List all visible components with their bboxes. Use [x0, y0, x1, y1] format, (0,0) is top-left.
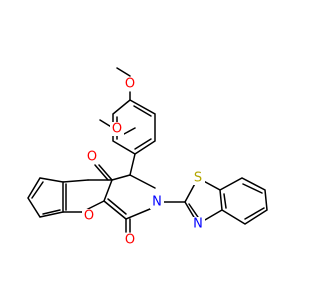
bond: [129, 153, 136, 176]
bond: [134, 138, 152, 150]
bond: [242, 183, 263, 194]
bond: [94, 164, 109, 181]
bond: [42, 209, 61, 215]
atom-label-nitrogen: N: [193, 217, 203, 232]
bond: [98, 164, 113, 181]
atom-label-oxygen: O: [87, 150, 97, 165]
bond: [223, 193, 227, 209]
atom-label-oxygen: O: [84, 209, 94, 224]
bond: [125, 208, 151, 220]
bond: [31, 181, 44, 199]
bond: [133, 105, 152, 117]
atom-label-nitrogen: N: [152, 195, 162, 210]
bond: [129, 174, 156, 189]
atom-layer: O O O O O N N S: [82, 77, 205, 248]
molecule-diagram: O O O O O N N S: [27, 67, 268, 248]
atom-label-oxygen: O: [125, 233, 135, 248]
atom-label-oxygen: O: [125, 77, 135, 92]
atom-label-sulfur: S: [194, 171, 202, 186]
bond-layer: [27, 67, 268, 233]
structure-svg: O O O O O N N S: [27, 67, 268, 248]
bond: [107, 198, 127, 215]
bond: [123, 127, 136, 135]
bond: [103, 200, 127, 220]
bond: [27, 177, 64, 218]
bond: [219, 177, 268, 225]
bond: [116, 67, 131, 77]
bond: [111, 174, 131, 181]
bond: [244, 207, 265, 220]
atom-label-oxygen: O: [112, 122, 122, 137]
bond: [62, 179, 89, 183]
bond: [103, 179, 113, 202]
